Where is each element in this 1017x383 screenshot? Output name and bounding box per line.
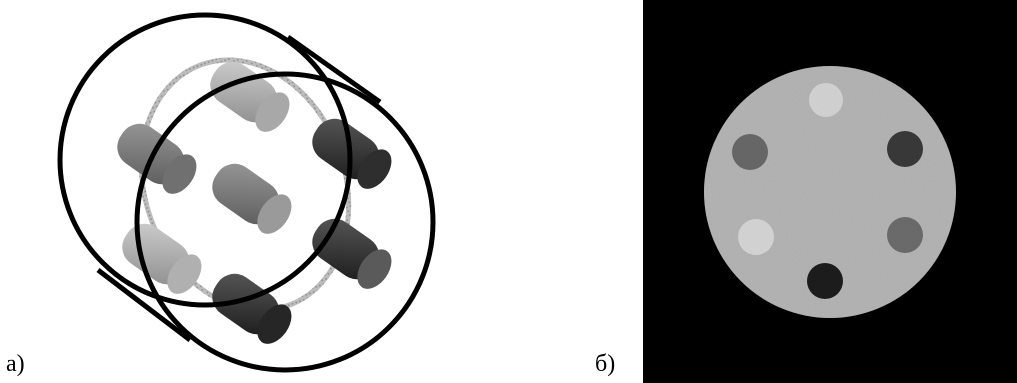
insert-upper-left [732, 134, 768, 170]
cylinder-tangent-top [286, 34, 382, 105]
insert-top [809, 83, 843, 117]
rod-upper-right [312, 118, 392, 189]
insert-lower-left [738, 219, 774, 255]
panel-b-label: б) [595, 351, 616, 377]
insert-lower-right [887, 217, 923, 253]
rod-bottom [212, 273, 292, 344]
cylinder-front-circle [134, 71, 436, 373]
cylinder-tangent-bottom [96, 268, 192, 342]
panel-a-label: а) [6, 351, 25, 377]
phantom-3d-diagram [57, 12, 436, 373]
phantom-disk [704, 66, 956, 318]
cylinder-back-circle [57, 12, 353, 308]
insert-upper-right [887, 131, 923, 167]
rod-center [212, 163, 292, 234]
rod-lower-left [122, 223, 202, 294]
insert-bottom [807, 263, 843, 299]
rod-upper-left [117, 123, 197, 194]
ct-slice-image [643, 0, 1017, 383]
rod-top [210, 61, 290, 132]
